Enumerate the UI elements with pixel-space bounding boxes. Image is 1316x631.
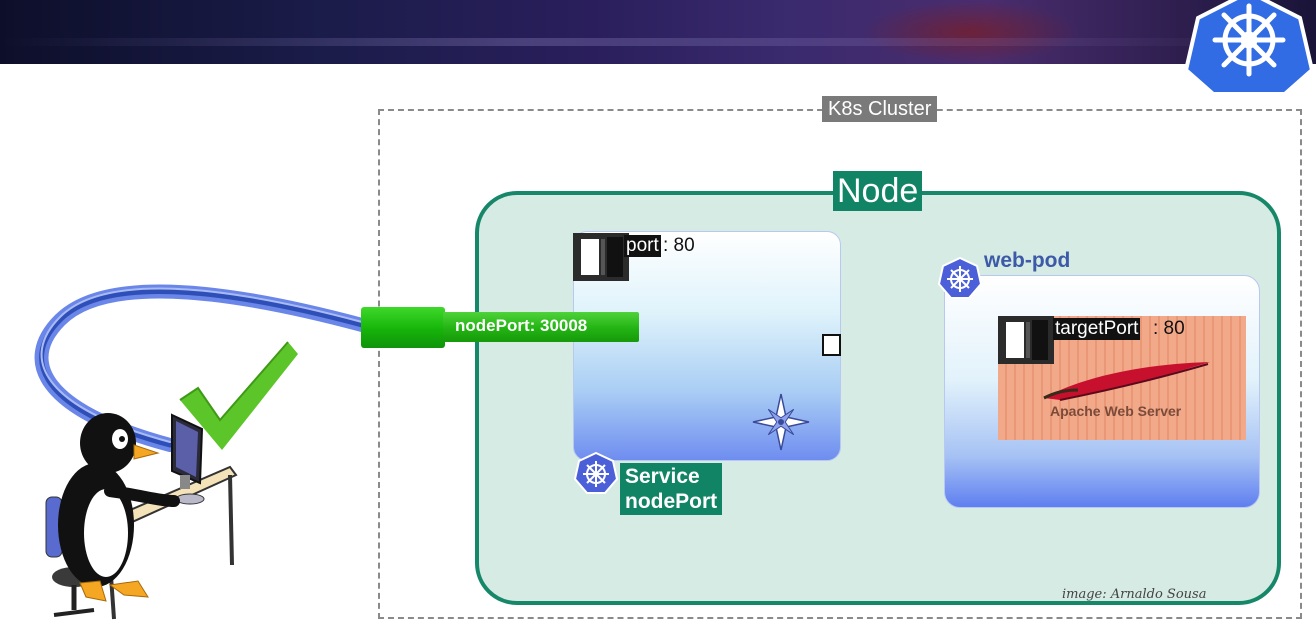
kubernetes-logo-icon bbox=[1183, 0, 1315, 92]
target-port-icon bbox=[998, 316, 1054, 364]
compass-star-icon bbox=[752, 393, 810, 451]
target-port-label: targetPort bbox=[1053, 318, 1141, 340]
service-port-icon bbox=[573, 233, 629, 281]
apache-label: Apache Web Server bbox=[1050, 403, 1182, 419]
banner-glow bbox=[860, 0, 1080, 64]
image-credit: image: Arnaldo Sousa bbox=[1062, 587, 1207, 602]
web-pod-name: web-pod bbox=[984, 249, 1071, 272]
service-name-line2: nodePort bbox=[625, 490, 718, 513]
kubernetes-pod-icon bbox=[938, 257, 982, 299]
service-side-port bbox=[822, 334, 841, 356]
kubernetes-service-icon bbox=[574, 452, 618, 494]
target-port-value: : 80 bbox=[1153, 318, 1185, 339]
service-name-line1: Service bbox=[625, 465, 700, 488]
service-port-label: port bbox=[624, 235, 661, 257]
nodeport-label: nodePort: 30008 bbox=[443, 312, 639, 342]
service-name: Service nodePort bbox=[620, 463, 723, 515]
k8s-cluster-label: K8s Cluster bbox=[822, 96, 938, 122]
node-label: Node bbox=[833, 171, 923, 211]
apache-feather-icon bbox=[1043, 362, 1210, 401]
checkmark-icon bbox=[179, 341, 298, 450]
banner-streak bbox=[0, 38, 1316, 46]
penguin-user-at-computer-icon bbox=[45, 413, 238, 620]
service-port-value: : 80 bbox=[663, 235, 695, 256]
header-banner bbox=[0, 0, 1316, 64]
nodeport-plug bbox=[361, 307, 445, 348]
